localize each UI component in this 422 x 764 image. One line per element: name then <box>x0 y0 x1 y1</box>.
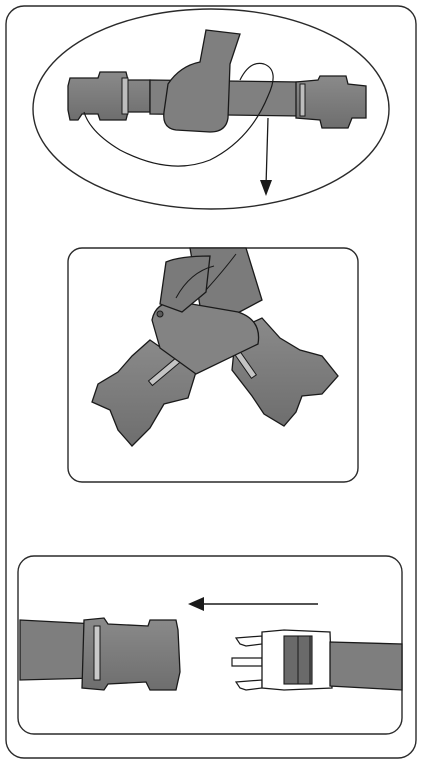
step3-right-strap <box>330 642 402 690</box>
step2-panel <box>68 248 358 482</box>
step1-left-slot <box>122 78 128 114</box>
step2-rivet <box>157 311 163 317</box>
step1-panel <box>33 9 389 209</box>
step1-right-slot <box>300 84 305 116</box>
step3-male-slot <box>94 626 100 680</box>
step3-panel <box>18 556 402 734</box>
step3-female-buckle <box>232 630 332 690</box>
